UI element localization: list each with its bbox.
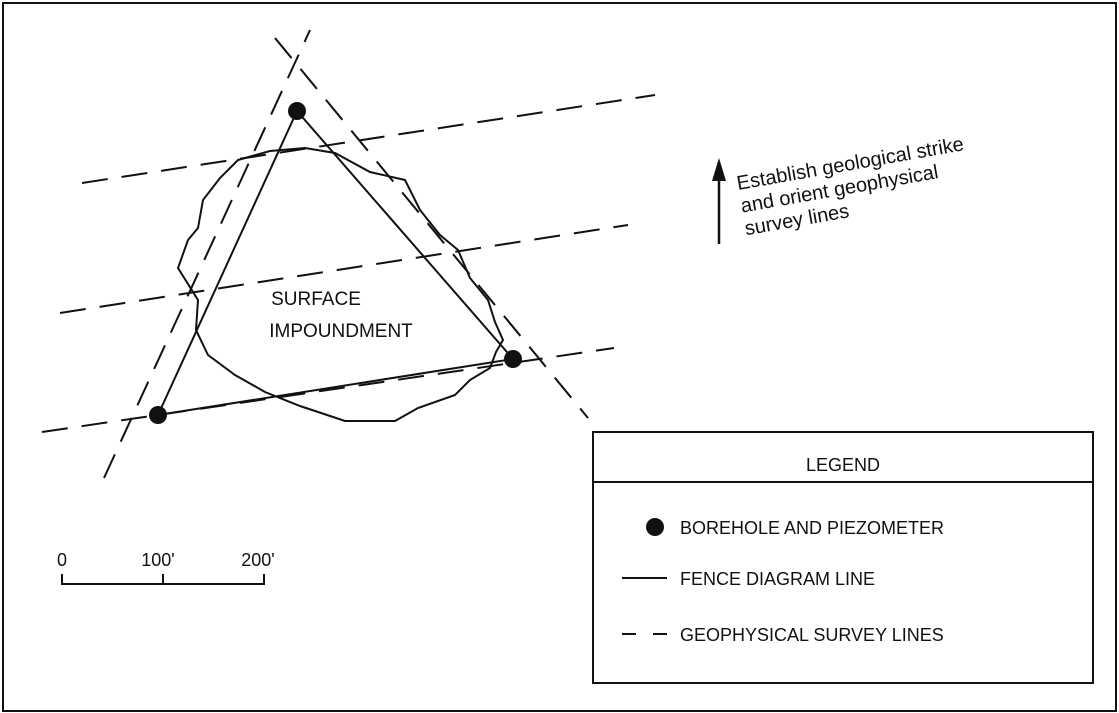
scale-tick-label-100: 100' — [141, 550, 174, 570]
geophysical-survey-lines — [41, 29, 656, 479]
scale-bar: 0 100' 200' — [57, 550, 275, 585]
survey-line-4 — [103, 29, 311, 479]
legend-borehole-icon — [646, 518, 664, 536]
legend-item-survey: GEOPHYSICAL SURVEY LINES — [680, 625, 944, 645]
survey-line-1 — [81, 94, 656, 184]
strike-arrow-icon — [712, 158, 726, 181]
borehole-marker-right — [504, 350, 522, 368]
legend-box — [592, 431, 1094, 684]
legend-item-fence: FENCE DIAGRAM LINE — [680, 569, 875, 589]
borehole-marker-left — [149, 406, 167, 424]
legend-item-borehole: BOREHOLE AND PIEZOMETER — [680, 518, 944, 538]
surface-impoundment-outline — [176, 146, 505, 422]
impoundment-label-line-2: IMPOUNDMENT — [269, 321, 413, 342]
survey-line-3 — [41, 347, 615, 433]
borehole-marker-top — [288, 102, 306, 120]
survey-line-2 — [59, 224, 629, 314]
impoundment-label-line-1: SURFACE — [271, 289, 361, 310]
annotation-group: Establish geological strike and orient g… — [735, 133, 965, 240]
legend: LEGEND BOREHOLE AND PIEZOMETER FENCE DIA… — [592, 431, 1094, 684]
survey-line-5 — [274, 37, 589, 419]
fence-diagram-lines — [156, 109, 515, 417]
legend-title: LEGEND — [806, 455, 880, 475]
scale-tick-label-200: 200' — [241, 550, 274, 570]
scale-tick-label-0: 0 — [57, 550, 67, 570]
